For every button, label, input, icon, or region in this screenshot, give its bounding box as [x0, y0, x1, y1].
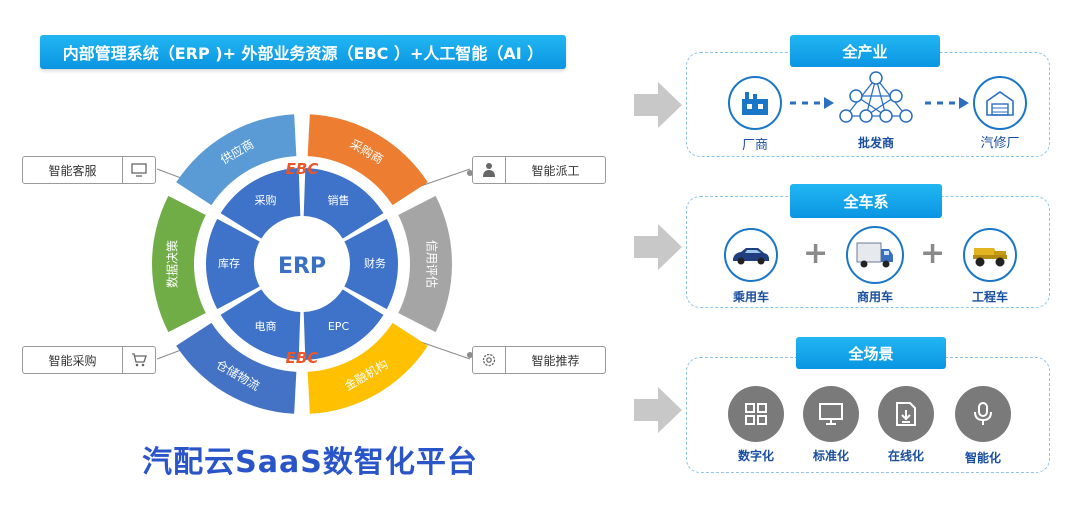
- segment-decision-label: 数据决策: [165, 240, 180, 288]
- inner-sales: [303, 168, 384, 239]
- plus-icon: +: [920, 236, 946, 271]
- inner-purchase: [220, 168, 301, 239]
- download-document-icon: [878, 386, 934, 442]
- inner-finance-label: 财务: [364, 256, 386, 270]
- connector-line-right-top: [417, 168, 471, 188]
- dashed-arrow: [925, 97, 969, 109]
- inner-ecommerce-label: 电商: [255, 319, 277, 333]
- smart-service-box[interactable]: 智能客服: [22, 156, 156, 184]
- smart-recommend-label: 智能推荐: [531, 353, 580, 368]
- vehicle-item-commercial: 商用车: [856, 290, 893, 304]
- smart-dispatch-box[interactable]: 智能派工: [472, 156, 606, 184]
- monitor-icon: [122, 157, 155, 183]
- grid-icon: [728, 386, 784, 442]
- industry-item-wholesaler: 批发商: [857, 136, 894, 150]
- smart-recommend-box[interactable]: 智能推荐: [472, 346, 606, 374]
- smart-purchase-label: 智能采购: [48, 353, 97, 368]
- smart-purchase-box[interactable]: 智能采购: [22, 346, 156, 374]
- industry-tab: 全产业: [790, 35, 940, 67]
- scenes-tab: 全场景: [796, 337, 946, 369]
- segment-finance: [307, 322, 428, 414]
- arrow-right-icon: [634, 387, 682, 433]
- platform-title: 汽配云SaaS数智化平台: [142, 445, 478, 480]
- arrow-right-icon: [634, 224, 682, 270]
- vehicle-item-engineering: 工程车: [971, 290, 1008, 304]
- segment-decision: [152, 195, 206, 333]
- scene-item-digital: 数字化: [737, 449, 774, 463]
- commercial-truck-icon: [846, 226, 904, 284]
- wholesaler-network-icon: [839, 71, 913, 123]
- industry-item-repair-shop: 汽修厂: [980, 136, 1020, 151]
- inner-sales-label: 销售: [328, 193, 350, 207]
- passenger-car-icon: [724, 228, 778, 282]
- dashed-arrow: [790, 97, 834, 109]
- segment-supplier: [176, 114, 297, 206]
- scene-item-intelligent: 智能化: [964, 451, 1001, 465]
- inner-finance: [344, 218, 398, 310]
- vehicle-item-passenger: 乘用车: [732, 290, 769, 304]
- inner-epc: [303, 289, 384, 360]
- industry-item-manufacturer: 厂商: [741, 138, 768, 153]
- inner-purchase-label: 采购: [255, 193, 277, 207]
- scene-item-online: 在线化: [887, 449, 924, 463]
- connector-dot: [467, 352, 473, 358]
- plus-icon: +: [803, 236, 829, 271]
- inner-ecommerce: [220, 289, 301, 360]
- scene-item-standard: 标准化: [812, 449, 849, 463]
- arrow-right-icon: [634, 82, 682, 128]
- wheel-center-circle: [258, 220, 346, 308]
- microphone-icon: [955, 386, 1011, 442]
- vehicles-tab: 全车系: [790, 184, 942, 218]
- ebc-label-bottom: EBC: [286, 349, 319, 367]
- segment-buyer: [307, 114, 428, 206]
- wheel-center-label: ERP: [278, 254, 326, 279]
- smart-service-label: 智能客服: [48, 163, 97, 178]
- inner-epc-label: EPC: [328, 320, 350, 333]
- segment-credit: [398, 195, 452, 333]
- ebc-label-top: EBC: [286, 160, 319, 178]
- gear-icon: [473, 347, 506, 373]
- segment-credit-label: 信用评估: [425, 240, 439, 288]
- connector-line-right-bottom: [417, 340, 471, 360]
- segment-logistics: [176, 322, 297, 414]
- cart-icon: [122, 347, 155, 373]
- inner-inventory-label: 库存: [218, 256, 240, 270]
- main-banner: 内部管理系统（ERP )+ 外部业务资源（EBC ）+人工智能（AI ）: [40, 35, 566, 69]
- repair-shop-icon: [973, 76, 1027, 130]
- smart-dispatch-label: 智能派工: [531, 163, 580, 178]
- engineering-vehicle-icon: [963, 228, 1017, 282]
- factory-icon: [728, 76, 782, 130]
- connector-dot: [467, 170, 473, 176]
- monitor-icon: [803, 386, 859, 442]
- worker-icon: [473, 157, 506, 183]
- inner-inventory: [205, 218, 260, 310]
